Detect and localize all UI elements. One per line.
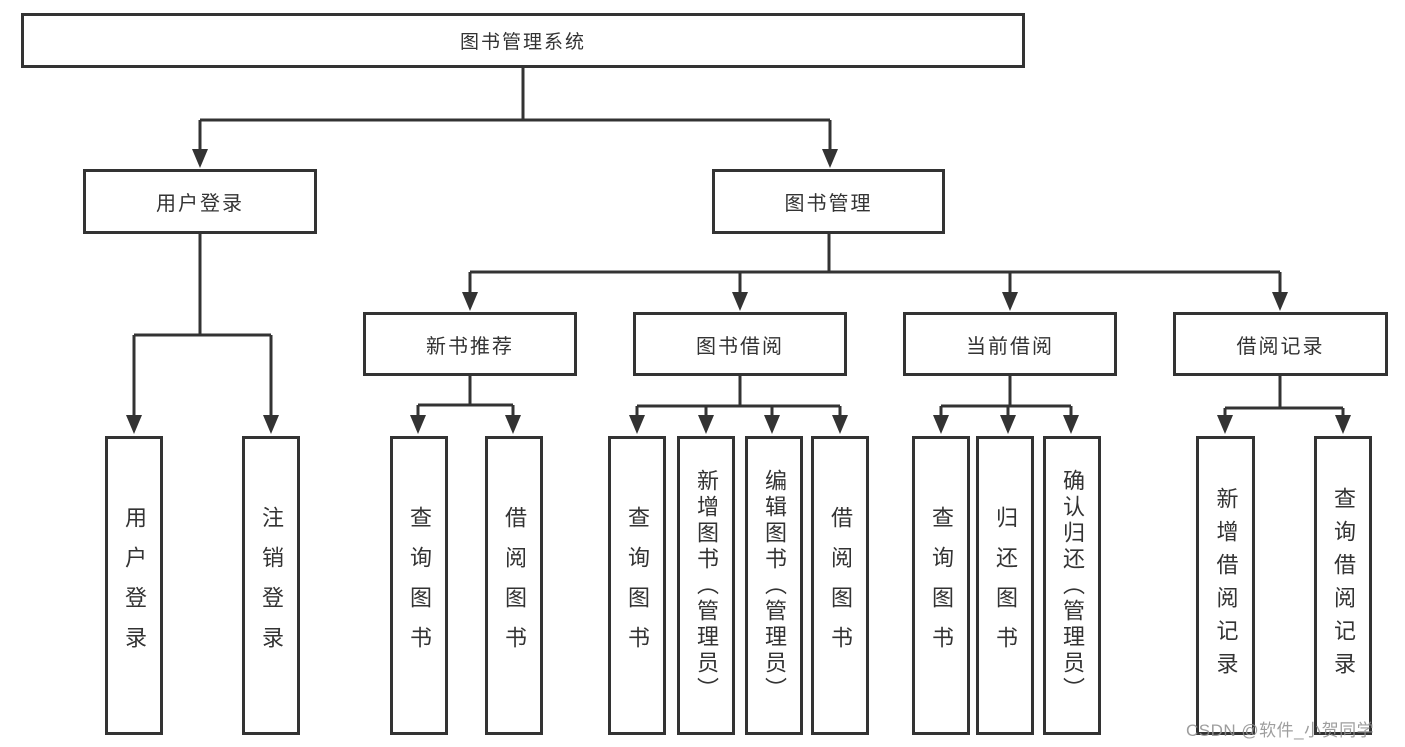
leaf-return-books: 归还图书 xyxy=(976,436,1034,735)
node-book-management: 图书管理 xyxy=(712,169,945,234)
leaf-query-books-borrowing: 查询图书 xyxy=(608,436,666,735)
connector-borrowing-records-to-leaves xyxy=(1217,376,1351,434)
leaf-query-borrowing-record: 查询借阅记录 xyxy=(1314,436,1372,735)
node-user-login: 用户登录 xyxy=(83,169,317,234)
node-current-borrowing: 当前借阅 xyxy=(903,312,1117,376)
connector-book-management-to-level3 xyxy=(462,234,1288,311)
leaf-add-books-admin: 新增图书（管理员） xyxy=(677,436,735,735)
connector-root-to-level2 xyxy=(192,68,838,168)
node-new-book-recommendation: 新书推荐 xyxy=(363,312,577,376)
connector-user-login-to-leaves xyxy=(126,234,279,434)
connector-current-borrowing-to-leaves xyxy=(933,376,1079,434)
node-library-management-system: 图书管理系统 xyxy=(21,13,1025,68)
leaf-confirm-return-admin: 确认归还（管理员） xyxy=(1043,436,1101,735)
leaf-logout: 注销登录 xyxy=(242,436,300,735)
leaf-add-borrowing-record: 新增借阅记录 xyxy=(1196,436,1255,735)
connector-new-book-recommendation-to-leaves xyxy=(410,376,521,434)
connector-book-borrowing-to-leaves xyxy=(629,376,848,434)
leaf-query-books-recommend: 查询图书 xyxy=(390,436,448,735)
leaf-borrow-books: 借阅图书 xyxy=(811,436,869,735)
node-book-borrowing: 图书借阅 xyxy=(633,312,847,376)
leaf-borrow-books-recommend: 借阅图书 xyxy=(485,436,543,735)
leaf-user-login: 用户登录 xyxy=(105,436,163,735)
leaf-edit-books-admin: 编辑图书（管理员） xyxy=(745,436,803,735)
node-borrowing-records: 借阅记录 xyxy=(1173,312,1388,376)
leaf-query-books-current: 查询图书 xyxy=(912,436,970,735)
csdn-watermark: CSDN @软件_小贺同学 xyxy=(1186,721,1375,740)
